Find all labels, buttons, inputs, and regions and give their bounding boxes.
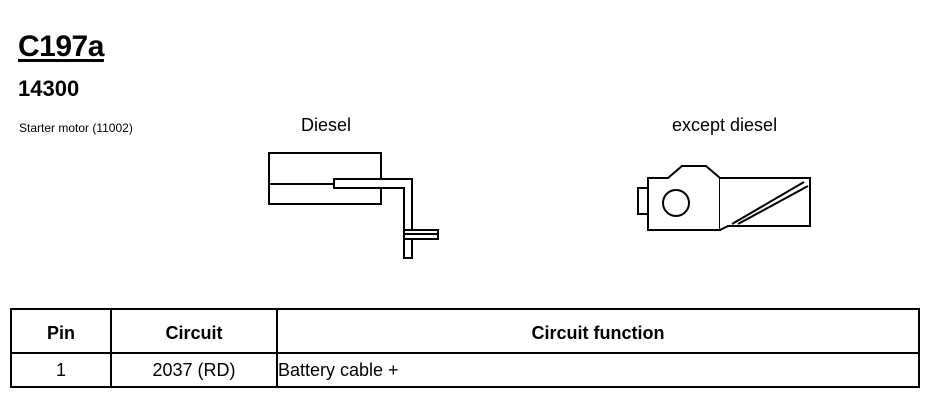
except-diesel-view-label: except diesel	[672, 115, 778, 135]
diesel-connector-diagram	[268, 152, 439, 259]
diesel-view-label: Diesel	[301, 115, 352, 135]
part-number: 14300	[18, 76, 80, 101]
header-circuit-function: Circuit function	[276, 308, 920, 354]
component-description: Starter motor (11002)	[19, 121, 133, 135]
pin-table: Pin Circuit Circuit function 1 2037 (RD)…	[10, 308, 920, 388]
table-header-row: Pin Circuit Circuit function	[10, 308, 920, 354]
header-pin: Pin	[10, 308, 112, 354]
cell-circuit: 2037 (RD)	[110, 352, 278, 388]
cell-circuit-function: Battery cable +	[276, 352, 920, 388]
header-circuit: Circuit	[110, 308, 278, 354]
except-diesel-connector-diagram	[637, 165, 811, 231]
connector-id: C197a	[18, 30, 104, 63]
cell-pin: 1	[10, 352, 112, 388]
table-row: 1 2037 (RD) Battery cable +	[10, 352, 920, 388]
